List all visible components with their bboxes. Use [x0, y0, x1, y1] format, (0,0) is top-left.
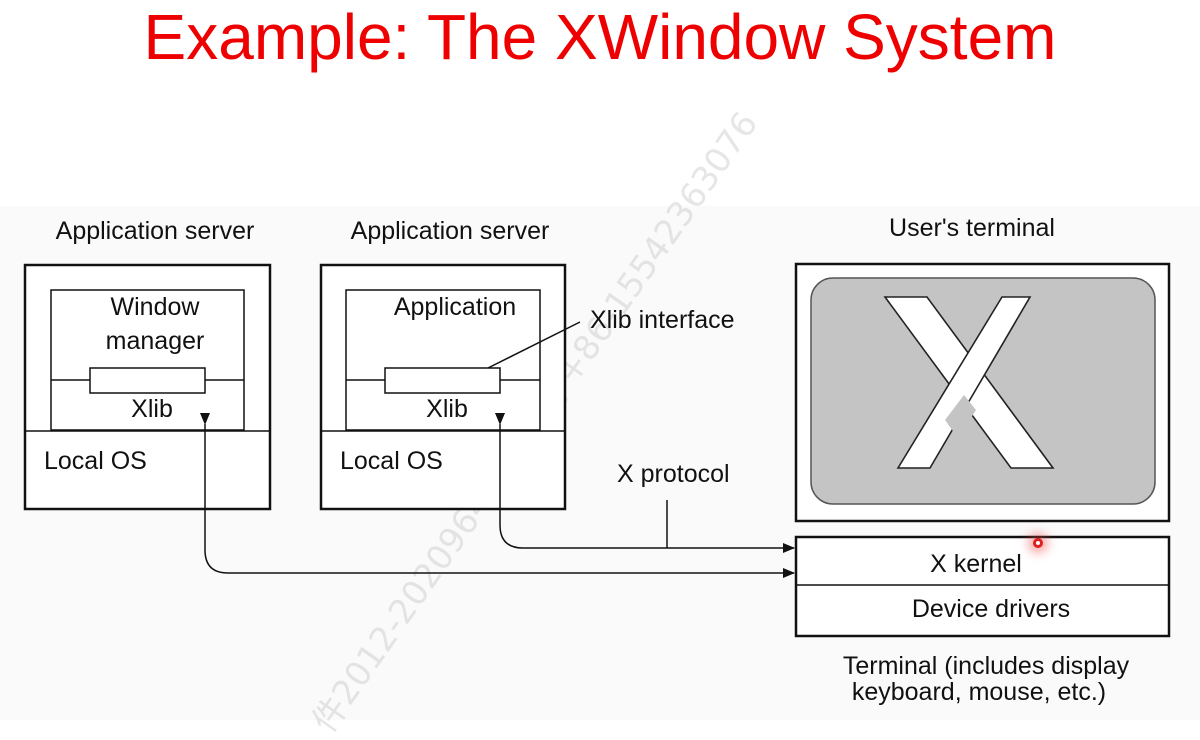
- server2-app-label: Application: [394, 293, 516, 321]
- server2-os-label: Local OS: [340, 447, 443, 475]
- server1-xlib-label: Xlib: [131, 395, 173, 423]
- xlib-interface-label: Xlib interface: [590, 306, 735, 334]
- device-drivers-label: Device drivers: [912, 595, 1070, 623]
- slide-title: Example: The XWindow System: [143, 1, 1057, 73]
- server2-xlib-label: Xlib: [426, 395, 468, 423]
- server2-heading: Application server: [351, 217, 550, 245]
- x-kernel-label: X kernel: [930, 550, 1022, 578]
- server1-app-line1: Window: [111, 293, 201, 321]
- server1-xlib-box: [89, 367, 206, 394]
- x-protocol-label: X protocol: [617, 460, 730, 488]
- terminal-caption-line2: keyboard, mouse, etc.): [852, 678, 1106, 706]
- server2-to-kernel-arrow: [495, 413, 795, 553]
- terminal-caption-line1: Terminal (includes display: [843, 652, 1130, 680]
- server1-heading: Application server: [56, 217, 255, 245]
- laser-pointer-cursor: [1033, 538, 1043, 548]
- terminal-kernel-box: [794, 535, 1171, 638]
- terminal-heading: User's terminal: [889, 214, 1055, 242]
- xlib-interface-leader-line: [487, 321, 581, 369]
- server1-to-kernel-arrow: [200, 413, 795, 578]
- server1-window-manager-box: [50, 289, 245, 431]
- server2-xlib-box: [384, 367, 501, 394]
- x-logo-icon: [883, 296, 1055, 469]
- server2-application-box: [345, 289, 541, 431]
- server1-app-line2: manager: [106, 327, 205, 355]
- server1-os-label: Local OS: [44, 447, 147, 475]
